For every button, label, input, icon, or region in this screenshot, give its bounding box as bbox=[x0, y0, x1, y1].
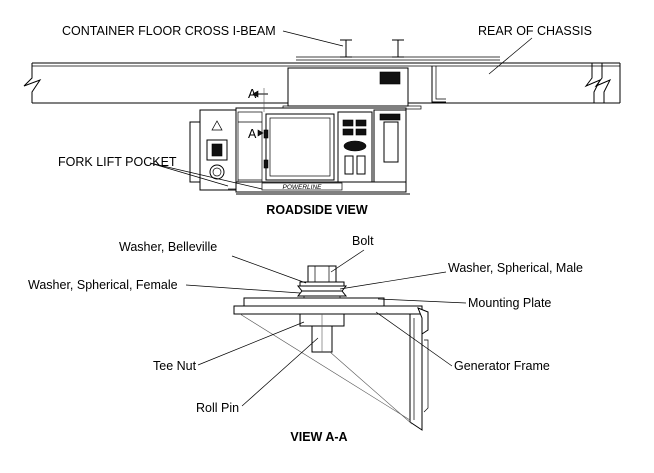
label-rear-of-chassis: REAR OF CHASSIS bbox=[478, 24, 592, 38]
title-view-a-a: VIEW A-A bbox=[290, 430, 347, 444]
label-washer-spherical-female: Washer, Spherical, Female bbox=[28, 278, 178, 292]
roadside-view: POWERLINE A A CONTAINER FLOOR CROSS I-BE… bbox=[23, 24, 621, 217]
nameplate-text: POWERLINE bbox=[282, 184, 322, 191]
brand-logo bbox=[343, 140, 367, 152]
view-a-a: Bolt Washer, Belleville Washer, Spherica… bbox=[28, 234, 583, 444]
nameplate-upper bbox=[379, 71, 401, 85]
leader-washer-spherical-female bbox=[185, 284, 301, 294]
spherical-washer-male bbox=[296, 285, 348, 292]
leader-generator-frame bbox=[375, 311, 453, 367]
label-bolt: Bolt bbox=[352, 234, 374, 248]
label-washer-spherical-male: Washer, Spherical, Male bbox=[448, 261, 583, 275]
mounting-plate-shape bbox=[233, 297, 423, 315]
generator-frame-shape bbox=[239, 307, 429, 431]
label-mounting-plate: Mounting Plate bbox=[468, 296, 551, 310]
section-mark-lower: A bbox=[248, 127, 257, 141]
leader-bolt bbox=[330, 249, 365, 273]
leader-rear-of-chassis bbox=[488, 37, 533, 75]
container-floor-i-beams bbox=[296, 39, 500, 61]
label-roll-pin: Roll Pin bbox=[196, 401, 239, 415]
generator-upper-housing bbox=[282, 67, 422, 110]
bolt-shape bbox=[307, 265, 337, 283]
leader-roll-pin bbox=[241, 337, 319, 407]
section-marks: A A bbox=[248, 87, 268, 141]
title-roadside-view: ROADSIDE VIEW bbox=[266, 203, 368, 217]
belleville-washer bbox=[299, 281, 345, 287]
washer-stack bbox=[296, 281, 348, 299]
leader-washer-spherical-male bbox=[339, 271, 447, 290]
label-generator-frame: Generator Frame bbox=[454, 359, 550, 373]
leader-tee-nut bbox=[197, 321, 305, 366]
label-fork-lift-pocket: FORK LIFT POCKET bbox=[58, 155, 177, 169]
leader-container-floor bbox=[282, 30, 344, 47]
generator-unit: POWERLINE bbox=[189, 107, 410, 195]
label-washer-belleville: Washer, Belleville bbox=[119, 240, 217, 254]
tee-nut-shape bbox=[299, 313, 345, 353]
receptacle-icon bbox=[209, 164, 225, 180]
label-tee-nut: Tee Nut bbox=[153, 359, 197, 373]
leader-washer-belleville bbox=[231, 255, 307, 284]
warning-triangle-icon bbox=[211, 120, 223, 131]
label-container-floor-i-beam: CONTAINER FLOOR CROSS I-BEAM bbox=[62, 24, 276, 38]
spherical-washer-female bbox=[296, 290, 348, 297]
chassis-rail bbox=[23, 62, 621, 104]
leader-fork-lift-pocket bbox=[149, 162, 263, 190]
leader-mounting-plate bbox=[377, 298, 467, 304]
